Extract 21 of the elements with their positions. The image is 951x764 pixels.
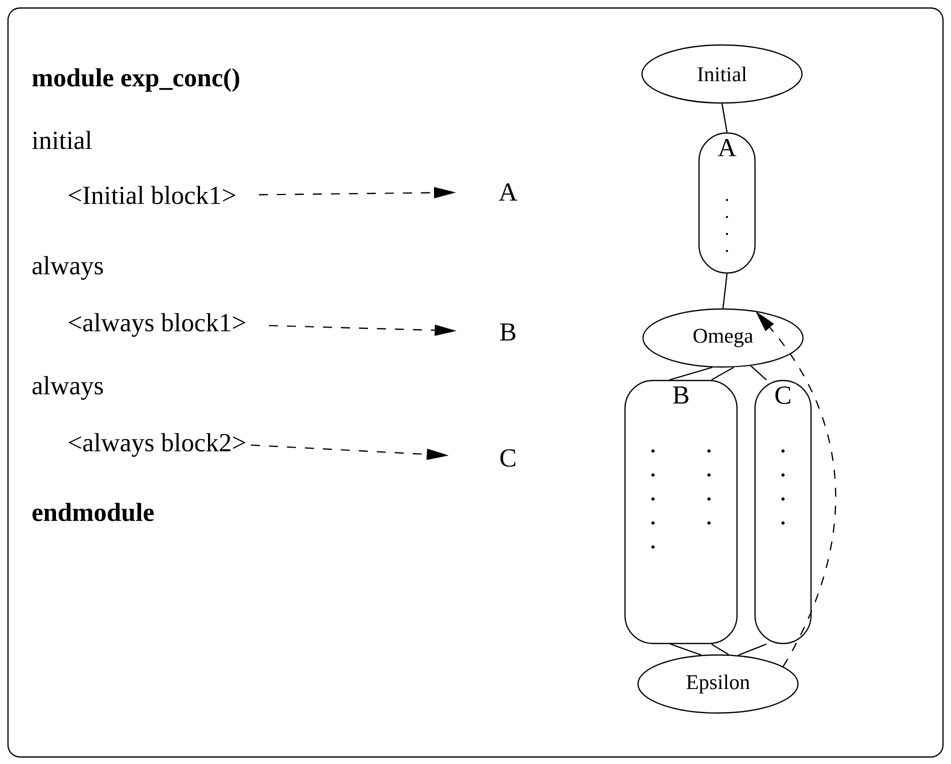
- block-box: A: [698, 132, 756, 274]
- code-text: <Initial block1>: [68, 186, 236, 204]
- code-line: initial: [32, 130, 92, 150]
- code-line: always: [32, 256, 103, 280]
- block-letter: A: [498, 183, 518, 201]
- code-text: <always block2>: [68, 433, 246, 457]
- code-text: <always block1>: [68, 313, 246, 337]
- code-line: module exp_conc(): [32, 68, 240, 92]
- code-line: endmodule: [32, 502, 154, 522]
- connector-line: [750, 365, 767, 380]
- connector-line: [711, 644, 729, 656]
- block-box: B: [624, 380, 738, 644]
- connector-line: [722, 274, 728, 308]
- connector-line: [738, 644, 767, 656]
- block-box: C: [754, 380, 812, 644]
- block-letter: B: [500, 323, 516, 341]
- code-line: always: [32, 376, 103, 400]
- block-letter: C: [500, 449, 516, 467]
- connector-line: [670, 644, 702, 656]
- connector-line: [721, 104, 728, 132]
- connector-line: [711, 366, 734, 380]
